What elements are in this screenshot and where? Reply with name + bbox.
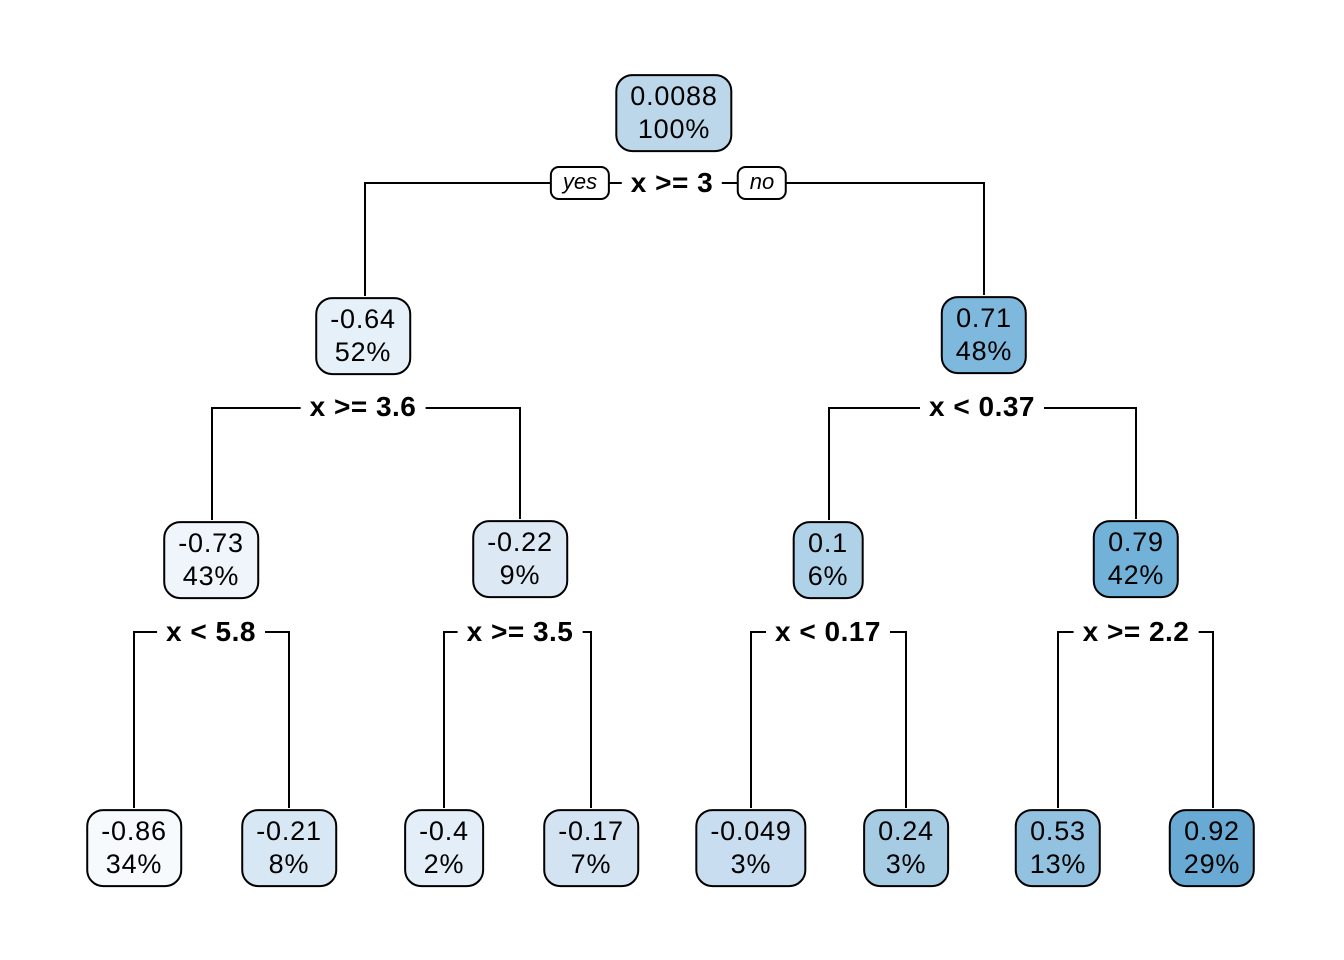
- edge-line: [1135, 407, 1137, 519]
- node-value: -0.4: [419, 816, 469, 847]
- edge-line: [364, 182, 366, 296]
- node-percent: 3%: [885, 849, 927, 879]
- tree-node: 0.1 6%: [792, 521, 864, 599]
- edge-line: [519, 407, 521, 519]
- tree-node-root: 0.0088 100%: [615, 74, 733, 152]
- node-percent: 2%: [423, 849, 465, 879]
- node-value: 0.24: [878, 816, 934, 847]
- leaf-node: -0.049 3%: [695, 809, 807, 887]
- edge-line: [211, 407, 213, 520]
- split-label: x < 5.8: [157, 615, 265, 649]
- split-label: x >= 2.2: [1073, 615, 1199, 649]
- node-percent: 9%: [499, 560, 541, 590]
- edge-line: [983, 182, 985, 295]
- leaf-node: 0.53 13%: [1014, 809, 1102, 887]
- edge-line: [590, 631, 592, 808]
- node-value: -0.17: [558, 816, 624, 847]
- node-value: -0.73: [178, 528, 244, 559]
- node-percent: 42%: [1107, 560, 1165, 590]
- node-value: 0.53: [1030, 816, 1086, 847]
- node-value: -0.22: [487, 527, 553, 558]
- node-value: -0.86: [101, 816, 167, 847]
- node-percent: 43%: [182, 561, 240, 591]
- edge-line: [443, 631, 445, 808]
- node-percent: 34%: [105, 849, 163, 879]
- node-value: -0.21: [256, 816, 322, 847]
- node-percent: 7%: [570, 849, 612, 879]
- tree-node: -0.73 43%: [163, 521, 259, 599]
- split-label: x >= 3.5: [457, 615, 583, 649]
- edge-line: [1057, 631, 1059, 808]
- node-percent: 48%: [955, 336, 1013, 366]
- edge-line: [1212, 631, 1214, 808]
- tree-node: -0.64 52%: [315, 297, 411, 375]
- tree-node: 0.71 48%: [940, 296, 1028, 374]
- node-value: 0.71: [956, 303, 1012, 334]
- split-label-root: x >= 3: [621, 166, 723, 200]
- leaf-node: 0.24 3%: [863, 809, 949, 887]
- leaf-node: -0.17 7%: [543, 809, 639, 887]
- leaf-node: -0.4 2%: [404, 809, 484, 887]
- node-value: 0.1: [808, 528, 848, 559]
- edge-line: [288, 631, 290, 808]
- edge-line: [750, 631, 752, 808]
- node-percent: 52%: [334, 337, 392, 367]
- node-percent: 8%: [268, 849, 310, 879]
- node-value: 0.79: [1108, 527, 1164, 558]
- node-value: 0.92: [1184, 816, 1240, 847]
- node-percent: 6%: [807, 561, 849, 591]
- node-value: 0.0088: [630, 81, 718, 112]
- split-label: x < 0.17: [766, 615, 890, 649]
- no-branch-label: no: [736, 166, 788, 200]
- node-percent: 29%: [1183, 849, 1241, 879]
- tree-node: -0.22 9%: [472, 520, 568, 598]
- tree-node: 0.79 42%: [1092, 520, 1180, 598]
- node-value: -0.64: [330, 304, 396, 335]
- split-label: x < 0.37: [920, 390, 1044, 424]
- yes-branch-label: yes: [549, 166, 611, 200]
- node-value: -0.049: [710, 816, 792, 847]
- node-percent: 13%: [1029, 849, 1087, 879]
- leaf-node: 0.92 29%: [1168, 809, 1256, 887]
- node-percent: 3%: [730, 849, 772, 879]
- leaf-node: -0.86 34%: [86, 809, 182, 887]
- node-percent: 100%: [637, 114, 711, 144]
- edge-line: [828, 407, 830, 520]
- split-label: x >= 3.6: [300, 390, 426, 424]
- edge-line: [133, 631, 135, 808]
- leaf-node: -0.21 8%: [241, 809, 337, 887]
- edge-line: [905, 631, 907, 808]
